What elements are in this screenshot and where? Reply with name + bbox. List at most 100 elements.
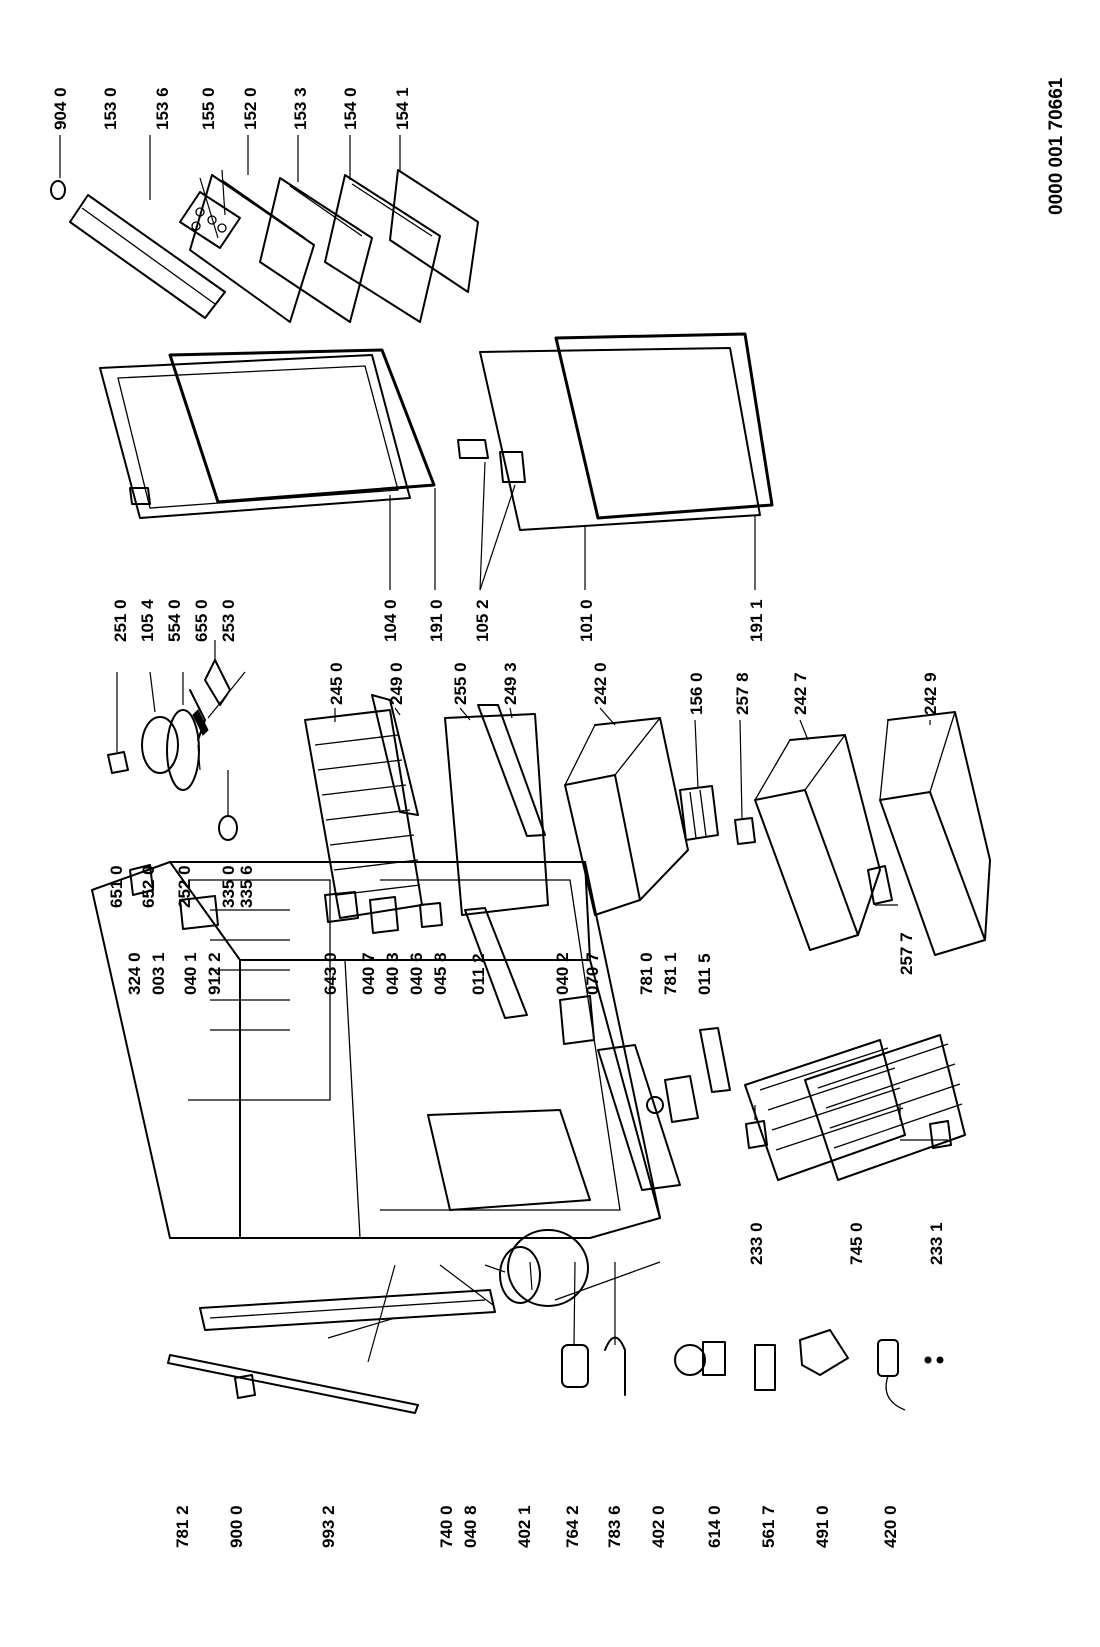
condenser-740-0 bbox=[199, 1289, 496, 1331]
label-040-3: 040 3 bbox=[383, 952, 402, 995]
shelf-trim-249-0 bbox=[371, 694, 419, 816]
label-554-0: 554 0 bbox=[165, 599, 184, 642]
label-781-2: 781 2 bbox=[173, 1505, 192, 1548]
label-040-1: 040 1 bbox=[181, 952, 200, 995]
crisper-242-0 bbox=[564, 717, 689, 916]
screws bbox=[924, 1356, 944, 1364]
leader-lines bbox=[59, 135, 948, 1363]
label-253-0: 253 0 bbox=[219, 599, 238, 642]
part-drawings bbox=[50, 169, 991, 1414]
label-011-5: 011 5 bbox=[695, 953, 714, 995]
overload-561-7 bbox=[754, 1344, 776, 1391]
door-bin-154-0 bbox=[324, 174, 441, 323]
label-242-0: 242 0 bbox=[591, 662, 610, 705]
door-bin-153-3 bbox=[259, 177, 373, 323]
capacitor-420-0 bbox=[877, 1339, 906, 1411]
label-900-0: 900 0 bbox=[227, 1505, 246, 1548]
document-number: 0000 001 70661 bbox=[1046, 77, 1067, 215]
hinge-hardware bbox=[129, 864, 731, 1191]
freezer-door-101-0 bbox=[479, 347, 761, 531]
label-904-0: 904 0 bbox=[51, 87, 70, 130]
label-324-0: 324 0 bbox=[125, 952, 144, 995]
fridge-door-104-0 bbox=[99, 354, 411, 519]
label-105-2: 105 2 bbox=[473, 599, 492, 642]
label-105-4: 105 4 bbox=[138, 599, 157, 642]
label-655-0: 655 0 bbox=[192, 599, 211, 642]
label-643-0: 643 0 bbox=[321, 952, 340, 995]
label-745-0: 745 0 bbox=[847, 1222, 866, 1265]
wire-racks-745-0 bbox=[744, 1034, 966, 1181]
label-249-0: 249 0 bbox=[387, 662, 406, 705]
label-040-7: 040 7 bbox=[359, 952, 378, 995]
compressor-402-0 bbox=[499, 1229, 589, 1307]
label-153-0: 153 0 bbox=[101, 87, 120, 130]
hinge-105-2 bbox=[457, 439, 526, 483]
clip-257-8 bbox=[734, 817, 756, 845]
label-233-1: 233 1 bbox=[927, 1222, 946, 1265]
label-040-8: 040 8 bbox=[461, 1505, 480, 1548]
door-bin-153-0 bbox=[69, 194, 226, 319]
drawer-242-9 bbox=[879, 711, 991, 956]
label-245-0: 245 0 bbox=[327, 662, 346, 705]
label-912-2: 912 2 bbox=[205, 952, 224, 995]
egg-tray-155-0 bbox=[179, 191, 241, 249]
label-153-6: 153 6 bbox=[153, 87, 172, 130]
label-257-8: 257 8 bbox=[733, 672, 752, 715]
label-561-7: 561 7 bbox=[759, 1505, 778, 1548]
door-rail-154-1 bbox=[389, 169, 479, 293]
label-156-0: 156 0 bbox=[687, 672, 706, 715]
door-gasket-191-1 bbox=[554, 332, 774, 520]
label-191-1: 191 1 bbox=[747, 599, 766, 642]
label-252-0: 252 0 bbox=[175, 865, 194, 908]
label-154-1: 154 1 bbox=[393, 87, 412, 130]
label-764-2: 764 2 bbox=[563, 1505, 582, 1548]
label-153-3: 153 3 bbox=[291, 87, 310, 130]
shelf-trim-249-3 bbox=[477, 704, 546, 837]
label-242-9: 242 9 bbox=[921, 672, 940, 715]
label-251-0: 251 0 bbox=[111, 599, 130, 642]
label-155-0: 155 0 bbox=[199, 87, 218, 130]
glass-shelf-255-0 bbox=[444, 713, 549, 916]
label-614-0: 614 0 bbox=[705, 1505, 724, 1548]
label-783-6: 783 6 bbox=[605, 1505, 624, 1548]
label-781-1: 781 1 bbox=[661, 952, 680, 995]
ice-tray-156-0 bbox=[679, 785, 719, 841]
label-402-0: 402 0 bbox=[649, 1505, 668, 1548]
door-gasket-191-0 bbox=[168, 348, 436, 504]
label-242-7: 242 7 bbox=[791, 672, 810, 715]
label-249-3: 249 3 bbox=[501, 662, 520, 705]
drawer-242-7 bbox=[754, 734, 881, 951]
label-651-0: 651 0 bbox=[107, 865, 126, 908]
capillary-783-6 bbox=[604, 1336, 626, 1396]
cabinet bbox=[91, 861, 661, 1239]
relay-614-0 bbox=[674, 1341, 726, 1376]
label-781-0: 781 0 bbox=[637, 952, 656, 995]
thermostat-parts bbox=[107, 659, 238, 841]
label-104-0: 104 0 bbox=[381, 599, 400, 642]
label-420-0: 420 0 bbox=[881, 1505, 900, 1548]
part-labels: 904 0 153 0 153 6 155 0 152 0 153 3 154 … bbox=[51, 77, 1067, 1548]
label-040-2: 040 2 bbox=[553, 952, 572, 995]
label-402-1: 402 1 bbox=[515, 1505, 534, 1548]
label-257-7: 257 7 bbox=[897, 932, 916, 975]
label-152-0: 152 0 bbox=[241, 87, 260, 130]
cap-904-0 bbox=[50, 180, 66, 200]
clip-257-7 bbox=[867, 865, 893, 905]
label-652-0: 652 0 bbox=[139, 865, 158, 908]
hinge-cover-251-0 bbox=[129, 487, 151, 505]
label-003-1: 003 1 bbox=[149, 952, 168, 995]
label-011-2: 011 2 bbox=[469, 953, 488, 995]
label-070-7: 070 7 bbox=[583, 952, 602, 995]
label-740-0: 740 0 bbox=[437, 1505, 456, 1548]
cover-491-0 bbox=[799, 1329, 849, 1376]
label-101-0: 101 0 bbox=[577, 599, 596, 642]
label-191-0: 191 0 bbox=[427, 599, 446, 642]
label-154-0: 154 0 bbox=[341, 87, 360, 130]
label-255-0: 255 0 bbox=[451, 662, 470, 705]
label-045-8: 045 8 bbox=[431, 952, 450, 995]
door-bin-152-0 bbox=[189, 174, 315, 323]
label-335-0: 335 0 bbox=[219, 865, 238, 908]
label-993-2: 993 2 bbox=[319, 1505, 338, 1548]
clamp-900-0 bbox=[234, 1374, 256, 1399]
